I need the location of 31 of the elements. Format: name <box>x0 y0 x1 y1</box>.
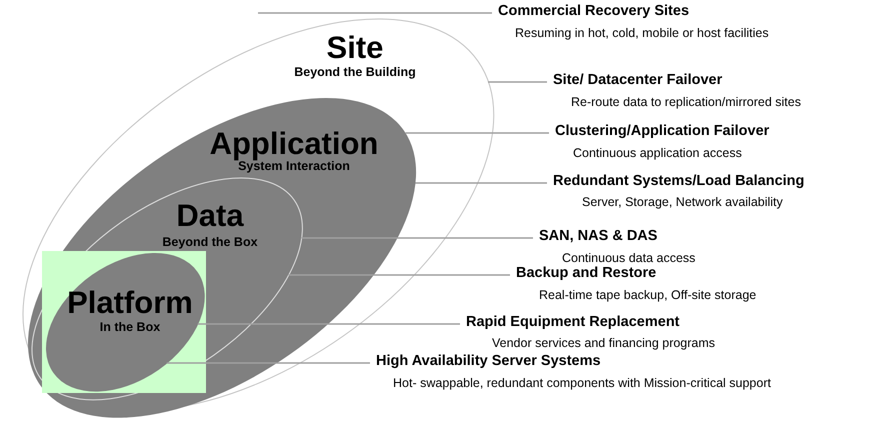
layer-title: Platform <box>67 286 193 318</box>
item-heading: High Availability Server Systems <box>376 354 601 368</box>
item-heading: Clustering/Application Failover <box>555 124 770 138</box>
leader-line <box>258 12 492 14</box>
item-heading: Backup and Restore <box>516 266 656 280</box>
leader-line <box>415 182 547 184</box>
leader-line <box>166 362 370 364</box>
item-description: Server, Storage, Network availability <box>582 196 783 208</box>
item-description: Continuous data access <box>562 252 696 264</box>
leader-line <box>302 237 533 239</box>
item-heading: Site/ Datacenter Failover <box>553 73 722 88</box>
item-heading: Commercial Recovery Sites <box>498 4 690 18</box>
layer-title: Application <box>210 128 378 159</box>
item-heading: Rapid Equipment Replacement <box>466 315 680 330</box>
layer-subtitle: System Interaction <box>238 160 350 172</box>
item-description: Resuming in hot, cold, mobile or host facilities <box>515 27 769 40</box>
item-description: Real-time tape backup, Off-site storage <box>539 289 756 302</box>
leader-line <box>405 132 549 134</box>
layer-title: Site <box>326 32 384 63</box>
item-description: Hot- swappable, redundant components with Mission-critical support <box>393 377 771 390</box>
item-description: Continuous application access <box>573 147 742 160</box>
layer-subtitle: Beyond the Box <box>162 236 258 248</box>
item-heading: Redundant Systems/Load Balancing <box>553 174 804 188</box>
layer-subtitle: In the Box <box>100 320 160 334</box>
item-heading: SAN, NAS & DAS <box>539 229 658 244</box>
item-description: Vendor services and financing programs <box>492 337 716 350</box>
layer-subtitle: Beyond the Building <box>294 66 416 78</box>
item-description: Re-route data to replication/mirrored sites <box>571 96 801 108</box>
leader-line <box>488 81 547 83</box>
leader-line <box>288 274 510 276</box>
layer-title: Data <box>176 200 244 231</box>
